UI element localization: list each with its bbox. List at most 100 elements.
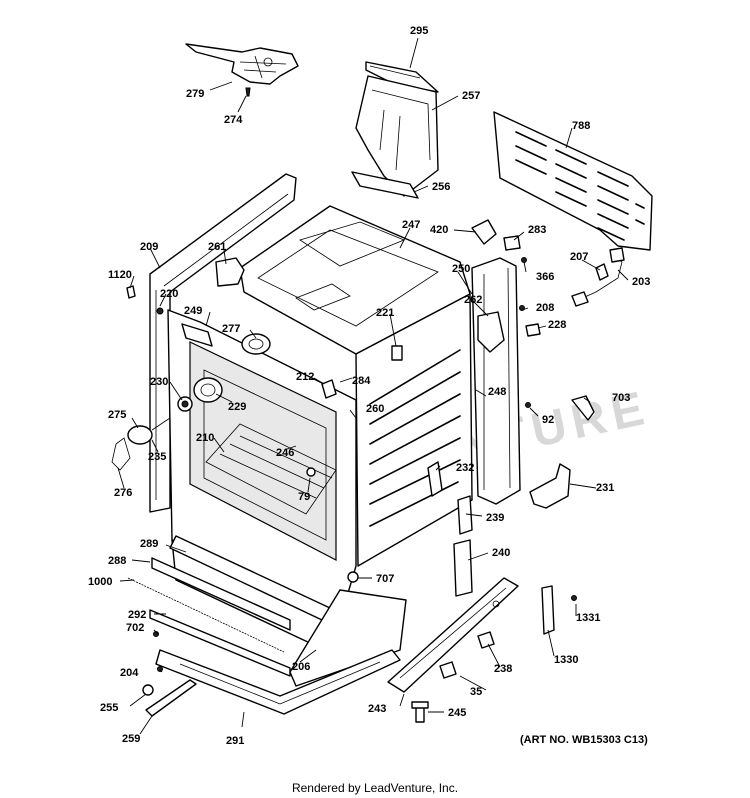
part-366-screw bbox=[521, 257, 527, 263]
callout-243: 243 bbox=[368, 703, 386, 715]
part-243-base-rail bbox=[387, 577, 519, 693]
callout-279: 279 bbox=[186, 88, 204, 100]
callout-228: 228 bbox=[548, 319, 566, 331]
callout-259: 259 bbox=[122, 733, 140, 745]
callout-788: 788 bbox=[572, 120, 590, 132]
callout-229: 229 bbox=[228, 401, 246, 413]
callout-703: 703 bbox=[612, 392, 630, 404]
callout-257: 257 bbox=[462, 90, 480, 102]
part-245-bolt bbox=[411, 701, 429, 723]
callout-283: 283 bbox=[528, 224, 546, 236]
callout-248: 248 bbox=[488, 386, 506, 398]
part-788-rear-shield bbox=[493, 111, 653, 251]
part-238-foot bbox=[477, 631, 495, 649]
callout-707: 707 bbox=[376, 573, 394, 585]
callout-366: 366 bbox=[536, 271, 554, 283]
part-79-oven-sensor bbox=[306, 467, 316, 477]
part-1000-gasket bbox=[127, 577, 285, 653]
part-240-panel bbox=[453, 539, 473, 597]
part-203-wire-harness bbox=[571, 247, 625, 307]
callout-labels: 295 257 256 279 274 788 209 1120 220 261… bbox=[88, 25, 650, 747]
part-209-left-side-panel bbox=[149, 173, 297, 513]
part-204-screw bbox=[157, 666, 163, 672]
part-255-leveler bbox=[142, 684, 154, 696]
callout-260: 260 bbox=[366, 403, 384, 415]
callout-220: 220 bbox=[160, 288, 178, 300]
callout-208: 208 bbox=[536, 302, 554, 314]
callout-209: 209 bbox=[140, 241, 158, 253]
footer-credit: Rendered by LeadVenture, Inc. bbox=[291, 781, 459, 795]
callout-261: 261 bbox=[208, 241, 226, 253]
callout-1000: 1000 bbox=[88, 576, 112, 588]
callout-288: 288 bbox=[108, 555, 126, 567]
callout-247: 247 bbox=[402, 219, 420, 231]
part-703-clip bbox=[571, 395, 595, 421]
callout-245: 245 bbox=[448, 707, 466, 719]
part-207-connector bbox=[595, 263, 609, 281]
part-228-fastener bbox=[525, 323, 541, 337]
part-276-lens-clip bbox=[111, 437, 131, 471]
part-262-bracket bbox=[477, 311, 505, 353]
callout-1120: 1120 bbox=[108, 269, 132, 281]
part-291-drawer-panel bbox=[155, 649, 401, 715]
callout-420: 420 bbox=[430, 224, 448, 236]
callout-255: 255 bbox=[100, 702, 118, 714]
callout-256: 256 bbox=[432, 181, 450, 193]
part-239-panel bbox=[457, 495, 473, 535]
part-259-rail bbox=[145, 679, 197, 717]
part-221-sensor bbox=[391, 345, 403, 361]
part-247-oven-body bbox=[167, 205, 473, 661]
part-420-cover bbox=[471, 219, 497, 245]
callout-79: 79 bbox=[298, 491, 310, 503]
part-229-light-housing bbox=[193, 377, 223, 403]
part-212-bracket bbox=[321, 379, 337, 399]
part-279-bracket bbox=[185, 43, 299, 85]
callout-207: 207 bbox=[570, 251, 588, 263]
callout-250: 250 bbox=[452, 263, 470, 275]
callout-277: 277 bbox=[222, 323, 240, 335]
callout-274: 274 bbox=[224, 114, 243, 126]
callout-284: 284 bbox=[352, 375, 371, 387]
part-707-bushing bbox=[347, 571, 359, 583]
callout-210: 210 bbox=[196, 432, 214, 444]
callout-1330: 1330 bbox=[554, 654, 578, 666]
callout-35: 35 bbox=[470, 686, 482, 698]
part-220-screw bbox=[156, 307, 164, 315]
part-92-screw bbox=[525, 402, 531, 408]
part-232-bracket bbox=[427, 461, 443, 497]
part-1330-bracket bbox=[541, 585, 555, 635]
part-249-bracket bbox=[181, 323, 213, 347]
part-274-screw bbox=[245, 87, 251, 97]
callout-206: 206 bbox=[292, 661, 310, 673]
part-230-light-socket bbox=[177, 396, 193, 412]
callout-262: 262 bbox=[464, 294, 482, 306]
part-283-clip bbox=[503, 235, 521, 251]
art-number: (ART NO. WB15303 C13) bbox=[520, 734, 648, 746]
callout-232: 232 bbox=[456, 462, 474, 474]
part-256-vent-base bbox=[351, 171, 419, 199]
callout-246: 246 bbox=[276, 447, 294, 459]
callout-292: 292 bbox=[128, 609, 146, 621]
callout-240: 240 bbox=[492, 547, 510, 559]
callout-249: 249 bbox=[184, 305, 202, 317]
callout-239: 239 bbox=[486, 512, 504, 524]
callout-92: 92 bbox=[542, 414, 554, 426]
callout-212: 212 bbox=[296, 371, 314, 383]
part-277-light-hole bbox=[241, 333, 271, 355]
callout-295: 295 bbox=[410, 25, 428, 37]
callout-1331: 1331 bbox=[576, 612, 600, 624]
callout-702: 702 bbox=[126, 622, 144, 634]
part-1331-screw bbox=[571, 595, 577, 601]
callout-203: 203 bbox=[632, 276, 650, 288]
callout-221: 221 bbox=[376, 307, 394, 319]
part-288-trim bbox=[151, 557, 291, 631]
leader-lines bbox=[117, 37, 629, 735]
callout-291: 291 bbox=[226, 735, 244, 747]
part-1120-clip bbox=[126, 285, 136, 299]
callout-289: 289 bbox=[140, 538, 158, 550]
part-231-bracket bbox=[529, 463, 571, 509]
callout-276: 276 bbox=[114, 487, 132, 499]
part-35-foot bbox=[439, 661, 457, 679]
part-275-light-lens bbox=[127, 417, 171, 445]
